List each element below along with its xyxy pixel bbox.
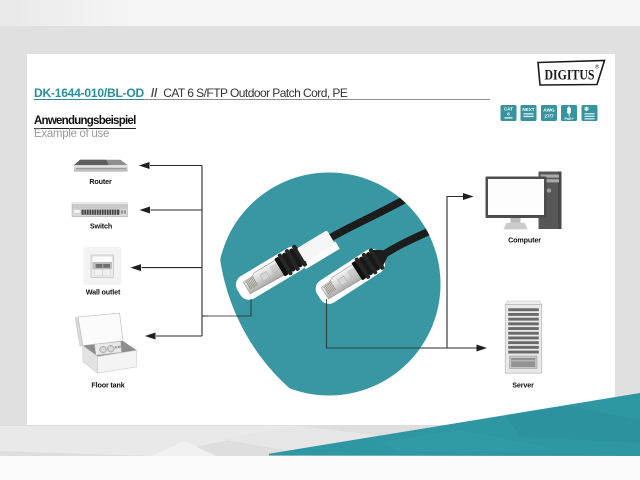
- svg-text:NEXT: NEXT: [522, 107, 534, 112]
- svg-text:CAT: CAT: [504, 107, 513, 112]
- svg-text:Wall outlet: Wall outlet: [86, 288, 121, 297]
- svg-text:Floor tank: Floor tank: [91, 381, 124, 390]
- svg-text:Router: Router: [89, 177, 112, 186]
- svg-text:❄: ❄: [584, 106, 589, 113]
- svg-text:Server: Server: [512, 381, 534, 390]
- svg-text:Switch: Switch: [90, 222, 112, 231]
- svg-text:27/7: 27/7: [544, 114, 554, 120]
- svg-text:Computer: Computer: [508, 236, 541, 245]
- svg-text:®: ®: [595, 64, 599, 71]
- svg-text:PoE+: PoE+: [564, 117, 573, 121]
- svg-text:DIGITUS: DIGITUS: [545, 68, 595, 84]
- svg-text:6: 6: [507, 112, 510, 117]
- svg-text:AWG: AWG: [543, 108, 555, 114]
